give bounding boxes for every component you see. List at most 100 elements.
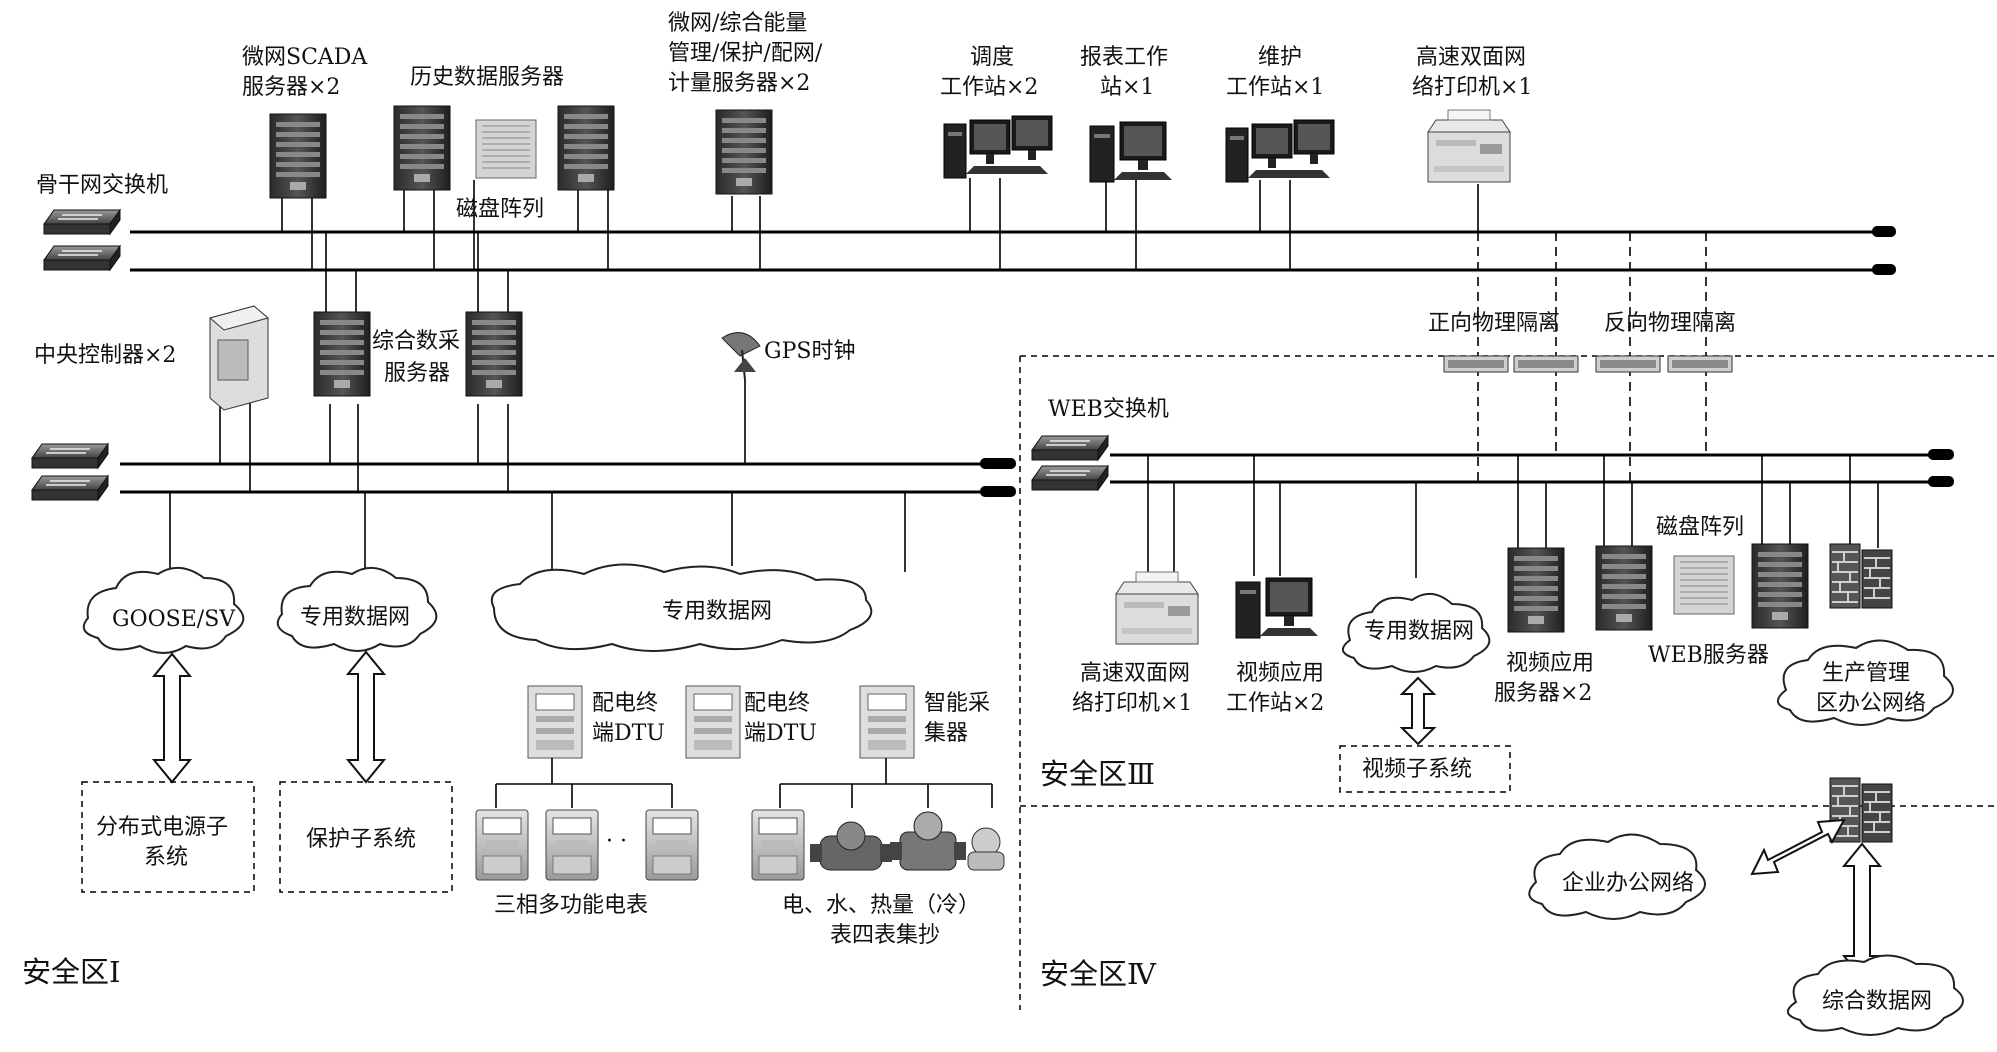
label-web-server: WEB服务器 [1648, 643, 1769, 668]
web-server-icon [1595, 545, 1653, 631]
svg-text:络打印机×1: 络打印机×1 [1412, 75, 1532, 100]
maintenance-workstation-icon [1225, 119, 1335, 183]
forward-isolation-icon [1443, 355, 1509, 373]
svg-text:集器: 集器 [924, 721, 968, 746]
double-arrow-icon [345, 650, 387, 784]
svg-text:工作站×2: 工作站×2 [940, 75, 1038, 100]
svg-text:区办公网络: 区办公网络 [1816, 691, 1926, 716]
label-cloud-dedicated-2: 专用数据网 [662, 599, 772, 624]
gps-icon [721, 332, 761, 381]
label-integrated-net: 综合数据网 [1822, 989, 1932, 1014]
svg-text:电、水、热量（冷）: 电、水、热量（冷） [782, 893, 980, 918]
meter-icon [645, 809, 699, 881]
meter-icon [545, 809, 599, 881]
label-video-workstation: 视频应用 工作站×2 [1226, 661, 1324, 716]
control-switch-icon [31, 475, 109, 501]
scada-server-icon [269, 113, 327, 199]
cloud-goose-icon [82, 567, 245, 654]
label-three-phase-meter: 三相多功能电表 [494, 893, 648, 918]
svg-text:表四表集抄: 表四表集抄 [830, 923, 940, 948]
label-backbone-switch: 骨干网交换机 [36, 173, 168, 198]
disk-array-icon [475, 119, 537, 179]
double-arrow-icon [1399, 676, 1437, 746]
meter-icon [475, 809, 529, 881]
firewall-icon [1829, 777, 1893, 843]
svg-text:管理/保护/配网/: 管理/保护/配网/ [668, 41, 823, 66]
svg-text:配电终: 配电终 [744, 691, 810, 716]
svg-text:配电终: 配电终 [592, 691, 658, 716]
svg-text:维护: 维护 [1258, 45, 1302, 70]
distributed-power-box [81, 781, 255, 893]
label-dtu-1: 配电终 端DTU [592, 691, 665, 746]
cloud-dedicated-2-icon [490, 563, 873, 652]
control-switch-icon [31, 443, 109, 469]
svg-text:服务器×2: 服务器×2 [1494, 681, 1592, 706]
web-printer-icon [1115, 571, 1199, 645]
video-server-icon [1507, 547, 1565, 633]
label-ellipsis: · · [606, 829, 627, 854]
forward-isolation-icon [1513, 355, 1579, 373]
svg-text:视频应用: 视频应用 [1506, 651, 1594, 676]
svg-text:综合数采: 综合数采 [372, 329, 460, 354]
label-reverse-isolation: 反向物理隔离 [1604, 311, 1736, 336]
disk-array-web-icon [1673, 555, 1735, 615]
label-dtu-2: 配电终 端DTU [744, 691, 817, 746]
svg-text:生产管理: 生产管理 [1822, 661, 1910, 686]
svg-text:计量服务器×2: 计量服务器×2 [668, 71, 810, 96]
double-arrow-icon [1750, 818, 1846, 876]
water-meter-icon [810, 821, 892, 871]
energy-server-icon [715, 109, 773, 195]
svg-text:服务器: 服务器 [384, 361, 450, 386]
backbone-bus [130, 226, 1896, 275]
cloud-dedicated-1-icon [276, 567, 438, 652]
history-server-icon [557, 105, 615, 191]
label-video-subsystem: 视频子系统 [1362, 757, 1472, 782]
dtu-icon [685, 685, 741, 759]
double-arrow-icon [151, 652, 193, 784]
svg-text:微网SCADA: 微网SCADA [242, 45, 368, 70]
control-bus [120, 458, 1016, 497]
label-maintenance-workstation: 维护 工作站×1 [1226, 45, 1324, 100]
label-printer-web: 高速双面网 络打印机×1 [1072, 661, 1192, 716]
meter-icon [751, 809, 805, 881]
protection-subsystem-box [279, 781, 453, 893]
web-switch-icon [1031, 435, 1109, 461]
svg-text:调度: 调度 [970, 45, 1014, 70]
label-energy-server: 微网/综合能量 管理/保护/配网/ 计量服务器×2 [668, 11, 823, 96]
svg-text:工作站×1: 工作站×1 [1226, 75, 1324, 100]
label-zone-3: 安全区Ⅲ [1040, 757, 1155, 791]
central-controller-icon [208, 305, 270, 411]
reverse-isolation-icon [1595, 355, 1661, 373]
label-scada-server: 微网SCADA 服务器×2 [242, 45, 368, 100]
label-video-server: 视频应用 服务器×2 [1494, 651, 1594, 706]
web-bus [1110, 449, 1954, 487]
acquisition-server-icon [465, 311, 523, 397]
backbone-switch-icon [43, 245, 121, 271]
svg-text:系统: 系统 [144, 845, 188, 870]
acquisition-server-icon [313, 311, 371, 397]
svg-text:络打印机×1: 络打印机×1 [1072, 691, 1192, 716]
control-drops [169, 380, 906, 578]
label-history-server: 历史数据服务器 [410, 65, 564, 90]
label-zone-4: 安全区Ⅳ [1040, 957, 1157, 991]
label-cloud-dedicated-1: 专用数据网 [300, 605, 410, 630]
svg-text:站×1: 站×1 [1100, 75, 1154, 100]
svg-text:高速双面网: 高速双面网 [1080, 661, 1190, 686]
cloud-integrated-icon [1787, 954, 1964, 1036]
printer-icon [1427, 109, 1511, 183]
label-cloud-dedicated-3: 专用数据网 [1364, 619, 1474, 644]
label-enterprise-net: 企业办公网络 [1562, 871, 1694, 896]
reverse-isolation-icon [1667, 355, 1733, 373]
svg-text:智能采: 智能采 [924, 691, 990, 716]
svg-text:微网/综合能量: 微网/综合能量 [668, 11, 807, 36]
video-subsystem-box [1339, 745, 1511, 793]
web-drops [1147, 455, 1879, 578]
svg-text:分布式电源子: 分布式电源子 [96, 815, 228, 840]
label-central-controller: 中央控制器×2 [34, 343, 176, 368]
svg-text:工作站×2: 工作站×2 [1226, 691, 1324, 716]
svg-text:视频应用: 视频应用 [1236, 661, 1324, 686]
backbone-drops [281, 178, 1479, 312]
label-cloud-goose: GOOSE/SV [112, 607, 236, 632]
cloud-dedicated-3-icon [1342, 593, 1491, 673]
